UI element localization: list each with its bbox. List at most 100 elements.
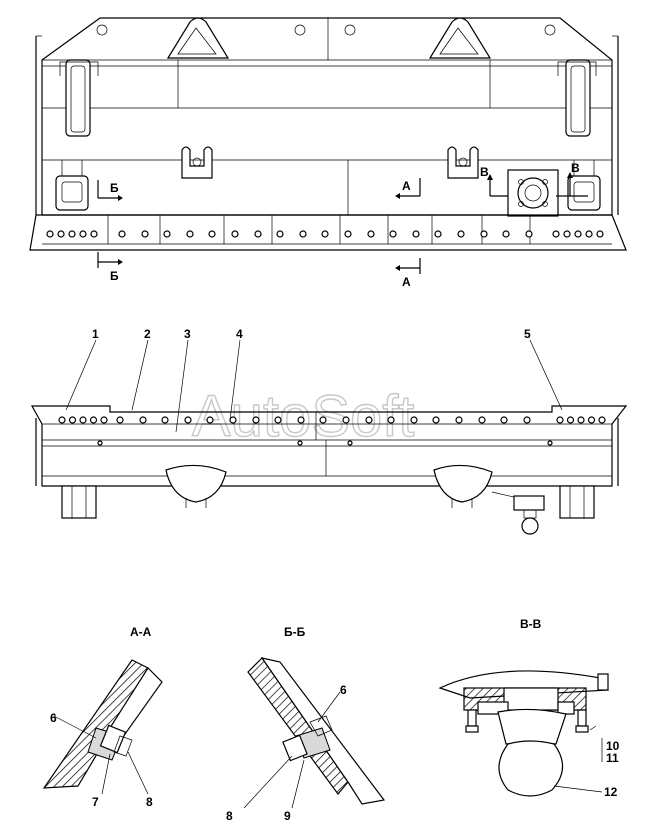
plan-hole [523, 416, 531, 424]
plan-hole [577, 416, 585, 424]
plan-hole [274, 416, 282, 424]
plan-hole [587, 416, 596, 424]
callout-2: 2 [144, 327, 151, 341]
plan-hole [342, 416, 350, 424]
callout-8-bb: 8 [226, 809, 233, 823]
plan-hole [365, 416, 373, 424]
cutting-edge-bolts [46, 230, 604, 238]
plan-hole [455, 416, 463, 424]
edge-bolt [552, 230, 560, 238]
edge-bolt [208, 230, 216, 238]
plan-view: AutoSoft 1 2 [30, 327, 628, 535]
callout-3: 3 [184, 327, 191, 341]
plan-hole [387, 416, 395, 424]
edge-bolt [118, 230, 126, 238]
section-mark-b-top: Б [110, 181, 119, 195]
plan-hole [410, 416, 418, 424]
plan-hole [500, 416, 508, 424]
plan-callouts: 1 2 3 4 5 [65, 327, 563, 433]
plan-hole [556, 416, 564, 424]
plan-hole [566, 416, 575, 424]
plan-hole [116, 416, 124, 424]
edge-bolt [367, 230, 375, 238]
callout-9: 9 [284, 809, 291, 823]
cutting-edge-segments [107, 215, 531, 244]
section-mark-v-right: В [556, 161, 588, 197]
edge-bolt [563, 230, 571, 238]
plan-hole [347, 440, 353, 446]
edge-bolt [585, 230, 593, 238]
section-mark-a: А А [395, 178, 421, 289]
ball-joint-flange [507, 169, 559, 217]
edge-bolt [480, 230, 488, 238]
edge-bolt [574, 230, 582, 238]
edge-bolt [141, 230, 149, 238]
edge-bolt [412, 230, 420, 238]
plan-hole [184, 416, 192, 424]
callout-7: 7 [92, 795, 99, 809]
section-title-vv: В-В [520, 617, 542, 631]
edge-bolt [525, 230, 533, 238]
edge-bolt [186, 230, 194, 238]
edge-bolt [163, 230, 171, 238]
svg-text:В: В [480, 165, 489, 179]
plan-hole [58, 416, 66, 424]
edge-bolt [457, 230, 465, 238]
callout-12: 12 [604, 785, 618, 799]
lift-eye-right [428, 17, 492, 59]
plan-hole [97, 440, 103, 446]
callout-8-aa: 8 [146, 795, 153, 809]
section-title-aa: А-А [130, 625, 152, 639]
callout-11: 11 [606, 751, 619, 765]
plan-bolt-holes [58, 416, 606, 446]
plan-hole [478, 416, 486, 424]
section-mark-b-bottom: Б [110, 269, 119, 283]
callout-5: 5 [524, 327, 531, 341]
section-title-bb: Б-Б [284, 625, 306, 639]
plan-hole [206, 416, 214, 424]
plan-hole [161, 416, 169, 424]
edge-bolt [344, 230, 352, 238]
edge-bolt [502, 230, 510, 238]
edge-bolt [254, 230, 262, 238]
plan-hole [319, 416, 327, 424]
edge-bolt [57, 230, 65, 238]
plan-hole [252, 416, 260, 424]
plan-hole [547, 440, 553, 446]
plan-hole [139, 416, 147, 424]
section-mark-a-bottom: А [402, 275, 411, 289]
plan-hole [297, 440, 303, 446]
svg-text:В: В [571, 161, 580, 175]
plan-hole [89, 416, 98, 424]
section-aa: А-А 6 7 8 [42, 625, 163, 809]
rear-view: А А Б Б В В [29, 17, 627, 289]
callout-4: 4 [236, 327, 243, 341]
edge-bolt [596, 230, 604, 238]
edge-bolt [321, 230, 329, 238]
edge-bolt [434, 230, 442, 238]
section-mark-v-left: В [480, 165, 508, 197]
callout-6-bb: 6 [340, 683, 347, 697]
edge-bolt [389, 230, 397, 238]
plan-hole [100, 416, 108, 424]
plan-hole [432, 416, 440, 424]
callout-6-aa: 6 [50, 711, 57, 725]
edge-bolt [68, 230, 76, 238]
callout-1: 1 [92, 327, 99, 341]
edge-bolt [299, 230, 307, 238]
edge-bolt [231, 230, 239, 238]
section-vv: В-В 10 11 12 [438, 617, 620, 799]
plan-hole [229, 416, 237, 424]
edge-bolt [276, 230, 284, 238]
edge-bolt [79, 230, 87, 238]
edge-bolt [90, 230, 98, 238]
watermark: AutoSoft [192, 384, 414, 449]
section-bb: Б-Б 6 8 9 [226, 625, 386, 823]
section-mark-b: Б Б [97, 180, 123, 283]
plan-hole [598, 416, 606, 424]
plan-hole [68, 416, 77, 424]
edge-bolt [46, 230, 54, 238]
section-mark-a-top: А [402, 179, 411, 193]
callout-10: 10 [606, 739, 620, 753]
